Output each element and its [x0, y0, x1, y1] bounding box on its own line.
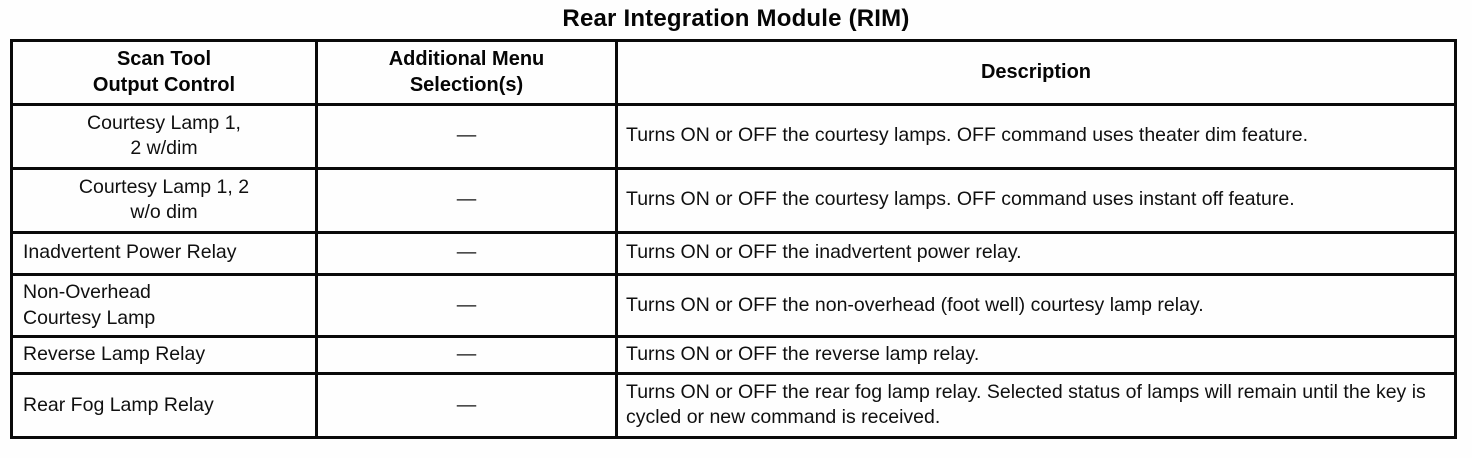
header-description: Description [615, 39, 1457, 106]
table-header-row: Scan Tool Output Control Additional Menu… [10, 39, 1457, 106]
cell-control: Courtesy Lamp 1, 2 w/dim [10, 102, 318, 170]
cell-menu-selection: — [315, 335, 618, 375]
cell-menu-selection: — [315, 102, 618, 170]
cell-description: Turns ON or OFF the courtesy lamps. OFF … [615, 166, 1457, 234]
cell-control: Inadvertent Power Relay [10, 230, 318, 276]
cell-control: Non-Overhead Courtesy Lamp [10, 272, 318, 339]
cell-menu-selection: — [315, 230, 618, 276]
cell-control: Courtesy Lamp 1, 2 w/o dim [10, 166, 318, 234]
table-row: Courtesy Lamp 1, 2 w/dim — Turns ON or O… [10, 102, 1457, 170]
table-row: Reverse Lamp Relay — Turns ON or OFF the… [10, 335, 1457, 375]
cell-menu-selection: — [315, 166, 618, 234]
table-row: Rear Fog Lamp Relay — Turns ON or OFF th… [10, 371, 1457, 439]
header-additional-menu-selections: Additional Menu Selection(s) [315, 39, 618, 106]
header-scan-tool-output-control: Scan Tool Output Control [10, 39, 318, 106]
rim-output-control-table: Scan Tool Output Control Additional Menu… [10, 39, 1457, 439]
table-row: Inadvertent Power Relay — Turns ON or OF… [10, 230, 1457, 276]
table-row: Non-Overhead Courtesy Lamp — Turns ON or… [10, 272, 1457, 339]
table-row: Courtesy Lamp 1, 2 w/o dim — Turns ON or… [10, 166, 1457, 234]
cell-menu-selection: — [315, 371, 618, 439]
cell-description: Turns ON or OFF the non-overhead (foot w… [615, 272, 1457, 339]
cell-description: Turns ON or OFF the courtesy lamps. OFF … [615, 102, 1457, 170]
cell-description: Turns ON or OFF the inadvertent power re… [615, 230, 1457, 276]
cell-description: Turns ON or OFF the rear fog lamp relay.… [615, 371, 1457, 439]
cell-menu-selection: — [315, 272, 618, 339]
cell-control: Rear Fog Lamp Relay [10, 371, 318, 439]
page-title: Rear Integration Module (RIM) [562, 5, 910, 32]
cell-description: Turns ON or OFF the reverse lamp relay. [615, 335, 1457, 375]
cell-control: Reverse Lamp Relay [10, 335, 318, 375]
